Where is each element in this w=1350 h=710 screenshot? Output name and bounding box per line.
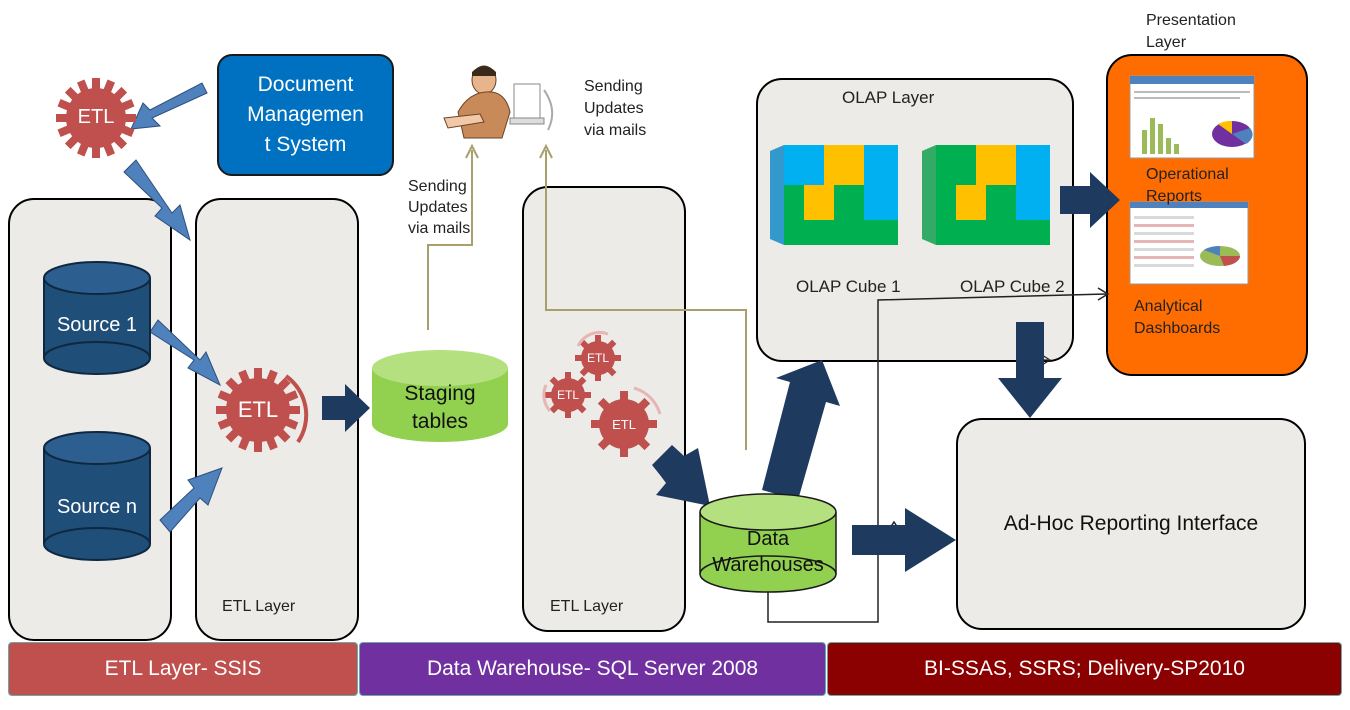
etl-gear-small-3 [591,386,662,457]
operational-line-2: Reports [1146,188,1203,205]
analytical-line-2: Dashboards [1134,320,1221,337]
etl-layer-1-label: ETL Layer [222,598,296,615]
etl-small-1-label: ETL [586,351,609,365]
adhoc-panel [956,418,1306,630]
staging-line-2: tables [411,410,469,433]
sending-left-line-1: Sending [408,178,467,195]
sourcen-label: Source n [56,496,138,518]
etl-gear-small-2 [542,372,591,418]
band-etl-ssis: ETL Layer- SSIS [8,642,358,696]
doc-mgmt-line-1: Document [257,73,354,96]
band-dw-sql: Data Warehouse- SQL Server 2008 [359,642,826,696]
source1-cylinder [43,261,151,375]
sending-right-line-1: Sending [584,78,643,95]
arrow-doc-to-etl [130,82,208,130]
etl-top-label: ETL [77,106,115,128]
etl-small-3-label: ETL [612,417,636,432]
etl-gear-top [56,78,136,158]
sourcen-cylinder [43,431,151,561]
adhoc-label: Ad-Hoc Reporting Interface [1003,512,1259,535]
source1-label: Source 1 [56,314,138,336]
doc-mgmt-line-3: t System [264,133,347,156]
olap-cube-1-label: OLAP Cube 1 [796,277,901,296]
arrow-etl-to-staging [322,384,370,432]
arrow-etl2-to-dw [652,445,710,506]
dw-connector-line [767,293,1107,623]
arrow-olap-to-adhoc [998,322,1062,418]
etl-middle-label: ETL [237,397,279,422]
etl-layer-2-label: ETL Layer [550,598,624,615]
arrow-source1-to-etl [149,319,222,387]
operational-report-thumbnail [1129,75,1255,159]
olap-layer-label: OLAP Layer [842,88,935,107]
arrow-olap-to-presentation [1060,172,1120,228]
sending-right-line-3: via mails [584,122,647,139]
etl-gear-small-1 [575,330,621,381]
dw-cylinder [699,493,837,593]
etl-small-2-label: ETL [556,388,579,402]
olap-cube-1 [770,145,898,245]
dw-line-1: Data [746,528,790,550]
staging-label: Staging tables [372,380,508,436]
olap-cube-2 [922,145,1050,245]
arrow-etl-to-etllayer [123,159,191,242]
sending-updates-left: Sending Updates via mails [408,176,470,239]
presentation-layer-label: Presentation Layer [1146,10,1236,54]
staging-cylinder [372,350,508,442]
mail-line-left [427,150,473,330]
presentation-line-1: Presentation [1146,12,1236,29]
analytical-dashboard-thumbnail [1129,201,1249,285]
dw-line-2: Warehouses [712,554,824,576]
analytical-dashboards-label: Analytical Dashboards [1134,296,1220,340]
document-management-box [217,54,394,176]
olap-cube-2-label: OLAP Cube 2 [960,277,1065,296]
arrow-dw-to-olap [762,360,840,500]
operational-line-1: Operational [1146,166,1229,183]
arrow-sourcen-to-etl [159,467,223,533]
document-management-label: Document Managemen t System [218,70,393,160]
doc-mgmt-line-2: Managemen [247,103,364,126]
operational-reports-label: Operational Reports [1146,164,1229,208]
sending-updates-right: Sending Updates via mails [584,76,646,142]
etl-gear-middle [216,368,309,452]
arrow-dw-to-adhoc [852,508,956,572]
presentation-line-2: Layer [1146,34,1187,51]
sending-left-line-3: via mails [408,220,471,237]
band-bi: BI-SSAS, SSRS; Delivery-SP2010 [827,642,1342,696]
staging-line-1: Staging [404,382,476,405]
person-at-computer-icon [443,65,554,139]
sending-right-line-2: Updates [584,100,644,117]
sending-left-line-2: Updates [408,199,468,216]
analytical-line-1: Analytical [1134,298,1203,315]
mail-line-right [545,150,747,450]
dw-label: Data Warehouses [700,526,836,578]
